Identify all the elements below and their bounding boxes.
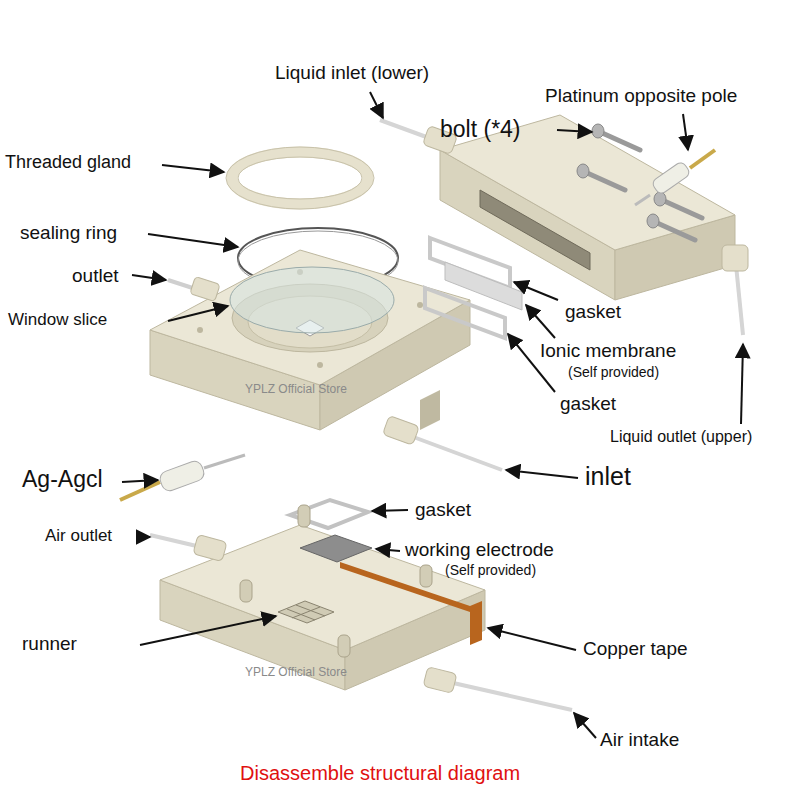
part-label: Liquid inlet (lower) [275, 62, 429, 84]
part-label: gasket [415, 499, 471, 521]
watermark: YPLZ Official Store [245, 383, 347, 397]
note-label: (Self provided) [568, 364, 659, 380]
note-label: (Self provided) [445, 562, 536, 578]
part-label: Air intake [600, 729, 679, 751]
part-label: Platinum opposite pole [545, 85, 737, 107]
part-label: inlet [585, 462, 631, 491]
part-label: gasket [565, 301, 621, 323]
part-label: Window slice [8, 310, 107, 330]
part-label: Ag-Agcl [22, 466, 103, 492]
caption: Disassemble structural diagram [240, 762, 520, 785]
part-label: Threaded gland [5, 152, 131, 173]
part-label: runner [22, 633, 77, 655]
part-label: Copper tape [583, 638, 688, 660]
part-label: working electrode [405, 539, 554, 561]
part-label: outlet [72, 265, 118, 287]
watermark: YPLZ Official Store [245, 666, 347, 680]
part-label: Liquid outlet (upper) [610, 428, 752, 446]
part-label: gasket [560, 393, 616, 415]
part-label: bolt (*4) [440, 116, 521, 142]
part-label: sealing ring [20, 222, 117, 244]
part-label: Air outlet [45, 526, 112, 546]
part-label: Ionic membrane [540, 340, 676, 362]
